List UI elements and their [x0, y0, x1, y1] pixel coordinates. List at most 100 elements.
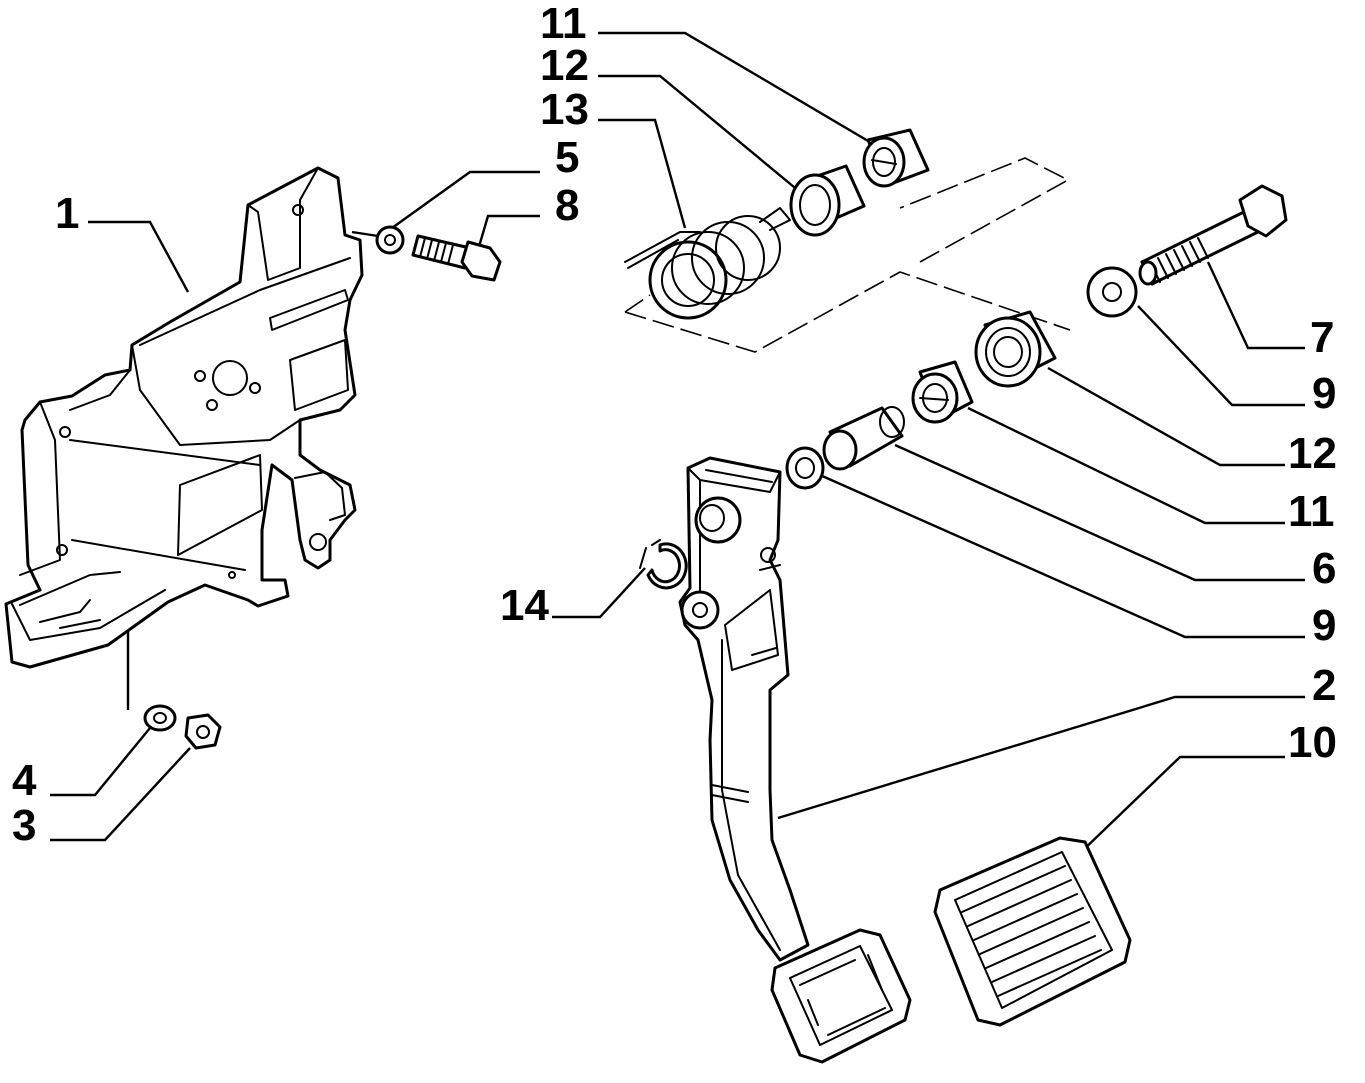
callout-5: 5 — [555, 133, 579, 182]
callout-2: 2 — [1312, 661, 1336, 710]
bolt-part-7 — [1138, 184, 1288, 286]
circlip-14-ring — [646, 542, 688, 590]
callout-3: 3 — [12, 801, 36, 850]
nut-3-hole — [196, 725, 210, 739]
bushing-part-12-top — [789, 164, 866, 237]
washer-9-right-inner — [1102, 282, 1122, 302]
nut-3-hex — [184, 713, 222, 750]
bracket-channel — [19, 369, 131, 576]
callout-labels: 11 12 13 5 8 1 7 9 12 11 6 14 9 2 10 4 3 — [12, 0, 1337, 850]
leader-lines — [50, 31, 1305, 856]
washer-9-lower-inner — [795, 457, 815, 479]
pedal-pad-mounted-rim — [789, 945, 893, 1046]
bracket-tab — [294, 471, 346, 521]
nut-part-3 — [184, 713, 222, 750]
washer-4-inner — [153, 712, 167, 724]
bushing-part-11-right — [911, 360, 974, 424]
bolt-8-head — [460, 240, 502, 282]
pedal-arm-web — [721, 564, 781, 951]
spring-arm-left — [624, 231, 701, 269]
pedal-pad-mounted-body — [770, 928, 912, 1064]
bushing-part-11-top — [862, 128, 930, 188]
circlip-part-14 — [639, 539, 688, 590]
callout-12-top: 12 — [540, 41, 589, 90]
pedal-arm-pivot-bore — [699, 504, 725, 532]
spring-washer-part-5 — [375, 225, 405, 255]
leader-5 — [391, 170, 540, 229]
washer-9-right-outer — [1086, 266, 1138, 318]
bracket-rib-upper — [131, 344, 301, 446]
bracket-rib-top — [139, 257, 351, 346]
bolt-8-thread — [419, 237, 454, 265]
callout-13: 13 — [540, 85, 589, 134]
washer-5-inner — [384, 234, 396, 246]
bushing-11-right-face — [911, 372, 959, 424]
bushing-11-top-split — [871, 159, 897, 165]
leader-11-top — [598, 31, 881, 150]
bushing-12-top-face — [789, 173, 841, 237]
dashed-outline-right — [899, 157, 1070, 263]
leader-14 — [552, 567, 646, 619]
bolt-7-tip — [1138, 260, 1158, 286]
leader-6 — [894, 443, 1305, 582]
leader-7 — [1206, 261, 1305, 350]
spring-arm-right — [759, 207, 791, 231]
leader-12-top — [598, 74, 801, 193]
bearing-12-race — [985, 327, 1031, 377]
callout-9-lower: 9 — [1312, 601, 1336, 650]
pedal-arm-mark — [711, 647, 777, 803]
spring-coil-2 — [671, 231, 745, 305]
bracket-bolt-hole-2 — [249, 382, 261, 394]
leader-4 — [50, 727, 151, 797]
sleeve-part-6 — [822, 406, 905, 471]
bracket-main-body — [4, 166, 364, 669]
leader-3 — [50, 747, 191, 842]
callout-8: 8 — [555, 181, 579, 230]
pedal-pad-mounted-slots — [799, 954, 886, 1036]
assembly-axis-dashes — [624, 157, 1071, 353]
pedal-arm-part-2 — [678, 456, 810, 962]
bracket-flange — [269, 289, 349, 331]
bracket-side-hole-1 — [59, 426, 71, 438]
leader-8-to-bracket — [351, 230, 379, 238]
bushing-12-top-bore — [799, 184, 831, 226]
leader-13 — [598, 118, 687, 229]
callout-7: 7 — [1310, 313, 1334, 362]
bracket-bolt-hole-3 — [206, 399, 218, 411]
bracket-top-hole — [292, 204, 304, 216]
callout-12-right: 12 — [1288, 429, 1337, 478]
spring-coil-1-inner — [661, 253, 715, 307]
callout-9-right: 9 — [1312, 369, 1336, 418]
bracket-pin-hole — [309, 533, 327, 551]
pedal-arm-body — [678, 456, 810, 962]
washer-part-9-lower — [785, 446, 825, 490]
rubber-pad-10-ribs — [961, 865, 1102, 997]
leader-12-right — [1047, 366, 1285, 467]
pedal-rubber-part-10 — [933, 836, 1132, 1027]
leader-1 — [88, 220, 190, 293]
callout-11-right: 11 — [1288, 487, 1335, 536]
washer-part-4 — [143, 704, 177, 732]
leader-11-right — [967, 406, 1285, 525]
bracket-inner-wall — [69, 439, 263, 571]
callout-6: 6 — [1312, 544, 1336, 593]
circlip-14-ears — [639, 539, 661, 569]
leader-10 — [1077, 755, 1285, 856]
spring-coil-4 — [715, 215, 781, 281]
pedal-arm-pin — [760, 547, 776, 563]
bracket-lower-lip — [11, 571, 166, 641]
pedal-arm-lower-hole — [692, 602, 708, 618]
bracket-face-top — [247, 167, 319, 281]
bracket-lower-cutout — [39, 599, 101, 629]
washer-4-outer — [143, 704, 177, 732]
pedal-bracket-part-1 — [4, 166, 364, 669]
callout-4: 4 — [12, 756, 37, 805]
bushing-11-right-split — [919, 397, 949, 401]
leader-9-lower — [819, 473, 1305, 639]
sleeve-6-end — [879, 406, 905, 438]
callout-14: 14 — [500, 581, 549, 630]
return-spring-part-13 — [624, 207, 791, 320]
callout-1: 1 — [55, 189, 79, 238]
bearing-12-bore — [993, 336, 1023, 368]
rubber-pad-10-rim — [954, 851, 1113, 1009]
